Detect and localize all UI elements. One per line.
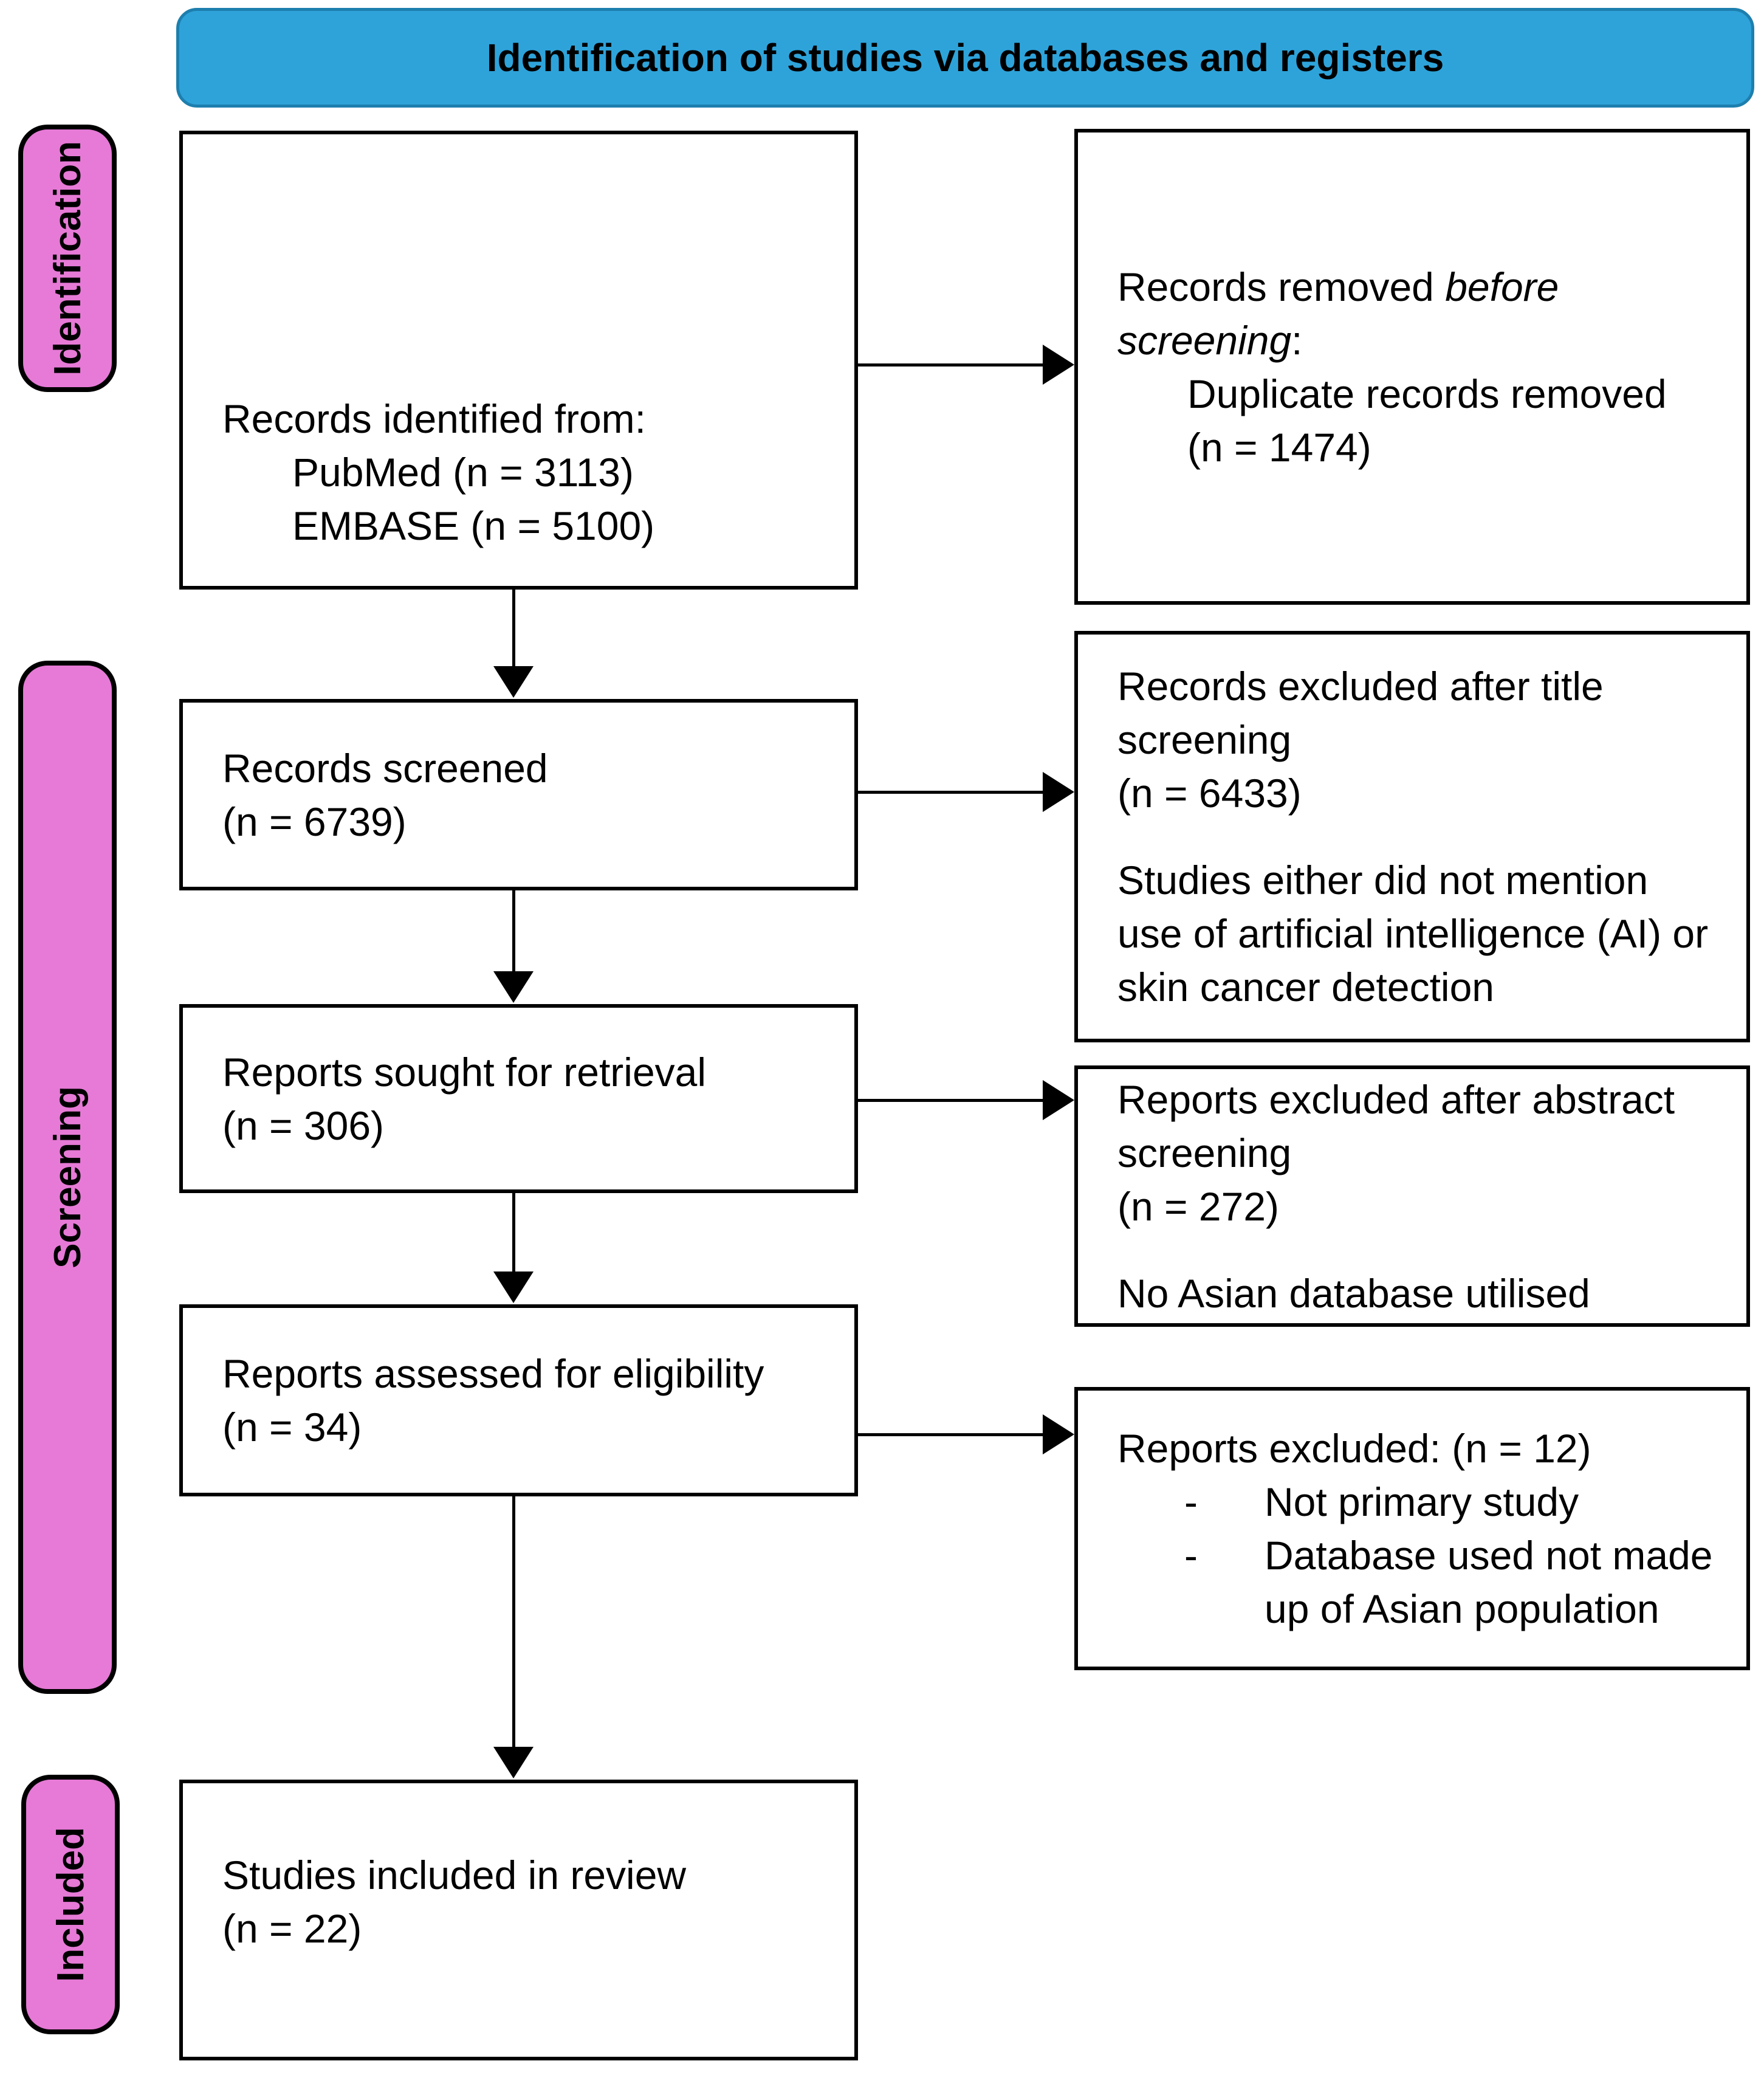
reports-excluded-bullet-1: - Not primary study (1117, 1475, 1713, 1529)
reports-excluded-abstract-line1: Reports excluded after abstract screenin… (1117, 1076, 1675, 1175)
reports-assessed-count: (n = 34) (222, 1405, 362, 1450)
arrow-line-assessed-to-included (512, 1496, 515, 1748)
arrowhead-right-icon (1043, 772, 1074, 812)
arrow-line-screened-to-excluded-title (858, 791, 1044, 794)
arrow-line-sought-to-assessed (512, 1193, 515, 1273)
stage-label-screening-text: Screening (46, 1086, 89, 1268)
box-reports-excluded: Reports excluded: (n = 12) - Not primary… (1074, 1387, 1750, 1670)
stage-label-identification: Identification (18, 125, 117, 392)
box-records-screened: Records screened (n = 6739) (179, 699, 858, 890)
reports-excluded-bullet-1-text: Not primary study (1265, 1479, 1579, 1524)
reports-excluded-line1: Reports excluded: (n = 12) (1117, 1426, 1591, 1471)
stage-label-identification-text: Identification (46, 141, 89, 376)
records-removed-italic-text: before screening (1117, 264, 1559, 363)
stage-label-screening: Screening (18, 661, 117, 1694)
box-records-removed: Records removed before screening: Duplic… (1074, 129, 1750, 605)
records-removed-duplicates: Duplicate records removed (1187, 371, 1667, 416)
records-identified-pubmed: PubMed (n = 3113) (292, 450, 634, 495)
records-screened-line1: Records screened (222, 745, 548, 791)
reports-excluded-abstract-count: (n = 272) (1117, 1183, 1279, 1229)
arrowhead-down-icon (493, 1271, 534, 1303)
records-removed-line1: Records removed before screening: (1117, 260, 1713, 367)
box-studies-included: Studies included in review (n = 22) (179, 1780, 858, 2060)
arrowhead-down-icon (493, 1747, 534, 1778)
arrowhead-right-icon (1043, 345, 1074, 385)
stage-label-included-text: Included (49, 1827, 92, 1982)
diagram-header-title: Identification of studies via databases … (486, 36, 1444, 80)
stage-label-included: Included (21, 1775, 120, 2034)
arrow-line-assessed-to-excluded (858, 1433, 1044, 1436)
arrow-line-identified-to-screened (512, 590, 515, 667)
bullet-dash: - (1184, 1533, 1198, 1578)
reports-excluded-bullet-2: - Database used not made up of Asian pop… (1117, 1529, 1713, 1636)
reports-assessed-line1: Reports assessed for eligibility (222, 1351, 764, 1396)
box-records-excluded-title: Records excluded after title screening (… (1074, 631, 1750, 1042)
reports-excluded-abstract-reason: No Asian database utilised (1117, 1270, 1590, 1316)
records-excluded-title-count: (n = 6433) (1117, 771, 1302, 816)
records-removed-count: (n = 1474) (1187, 424, 1371, 470)
arrowhead-right-icon (1043, 1414, 1074, 1454)
box-reports-excluded-abstract: Reports excluded after abstract screenin… (1074, 1065, 1750, 1327)
records-identified-embase: EMBASE (n = 5100) (292, 503, 655, 548)
arrow-line-sought-to-excluded-abstract (858, 1099, 1044, 1102)
reports-sought-count: (n = 306) (222, 1103, 384, 1148)
reports-excluded-bullet-2-text: Database used not made up of Asian popul… (1265, 1533, 1713, 1631)
box-reports-assessed: Reports assessed for eligibility (n = 34… (179, 1304, 858, 1496)
arrowhead-right-icon (1043, 1080, 1074, 1120)
records-excluded-title-line1: Records excluded after title screening (1117, 664, 1604, 762)
records-excluded-title-reason: Studies either did not mention use of ar… (1117, 858, 1709, 1010)
records-screened-count: (n = 6739) (222, 799, 407, 844)
studies-included-count: (n = 22) (222, 1906, 362, 1951)
bullet-dash: - (1184, 1479, 1198, 1524)
arrow-line-identified-to-removed (858, 363, 1044, 366)
records-removed-text: Records removed (1117, 264, 1446, 309)
arrow-line-screened-to-sought (512, 890, 515, 972)
arrowhead-down-icon (493, 971, 534, 1003)
box-records-identified: Records identified from: PubMed (n = 311… (179, 131, 858, 590)
box-reports-sought: Reports sought for retrieval (n = 306) (179, 1004, 858, 1193)
studies-included-line1: Studies included in review (222, 1853, 687, 1898)
reports-sought-line1: Reports sought for retrieval (222, 1049, 707, 1095)
records-removed-colon: : (1291, 317, 1303, 363)
diagram-header: Identification of studies via databases … (176, 8, 1754, 108)
arrowhead-down-icon (493, 666, 534, 698)
records-identified-line1: Records identified from: (222, 396, 646, 441)
